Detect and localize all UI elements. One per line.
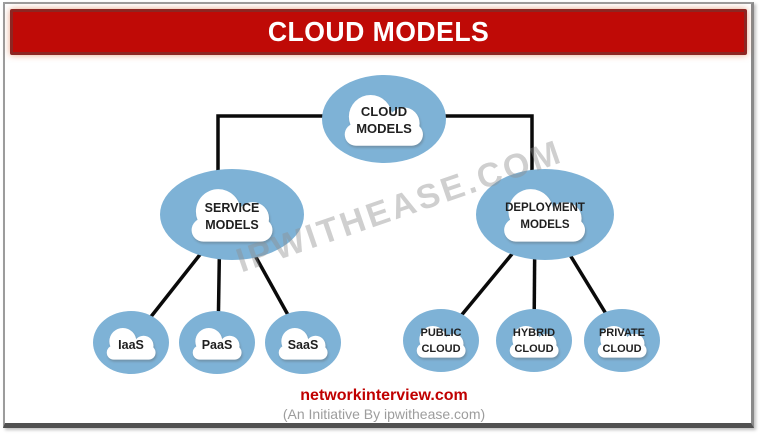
node-label: CLOUD MODELS: [356, 104, 412, 138]
footer-site-link[interactable]: networkinterview.com: [300, 387, 468, 404]
node-cloud-models: CLOUD MODELS: [322, 75, 446, 163]
node-hybrid-cloud: HYBRID CLOUD: [496, 309, 572, 372]
node-label-line1: PUBLIC: [420, 327, 462, 340]
node-private-cloud: PRIVATE CLOUD: [584, 309, 660, 372]
node-label: IaaS: [118, 338, 144, 352]
node-label-line2: CLOUD: [602, 343, 642, 355]
node-label: PRIVATE CLOUD: [599, 326, 645, 358]
footer-tagline: (An Initiative By ipwithease.com): [282, 406, 486, 422]
node-label-line2: CLOUD: [514, 343, 554, 355]
node-label: SaaS: [287, 338, 319, 352]
node-label-line2: CLOUD: [421, 343, 461, 355]
node-public-cloud: PUBLIC CLOUD: [403, 309, 479, 372]
page-title: CLOUD MODELS: [267, 16, 490, 47]
node-iaas: IaaS: [93, 311, 169, 374]
node-label-line1: PRIVATE: [598, 327, 646, 340]
node-label: HYBRID CLOUD: [513, 326, 555, 358]
node-label-line1: SERVICE: [204, 200, 260, 215]
node-label: PUBLIC CLOUD: [421, 326, 462, 358]
node-label: DEPLOYMENT MODELS: [505, 200, 585, 232]
node-label-line2: MODELS: [520, 218, 570, 231]
node-label: PaaS: [201, 338, 233, 352]
node-service-models: SERVICE MODELS: [160, 169, 304, 260]
node-paas: PaaS: [179, 311, 255, 374]
node-label-line2: MODELS: [205, 217, 259, 232]
title-banner: CLOUD MODELS: [10, 9, 747, 55]
node-label-line1: CLOUD: [360, 104, 408, 120]
node-label-line1: DEPLOYMENT: [505, 202, 585, 215]
node-label-line1: HYBRID: [512, 327, 556, 340]
node-label-line2: MODELS: [356, 121, 412, 136]
node-deployment-models: DEPLOYMENT MODELS: [476, 169, 614, 260]
footer: networkinterview.com (An Initiative By i…: [0, 386, 768, 423]
node-label: SERVICE MODELS: [205, 200, 260, 234]
node-saas: SaaS: [265, 311, 341, 374]
